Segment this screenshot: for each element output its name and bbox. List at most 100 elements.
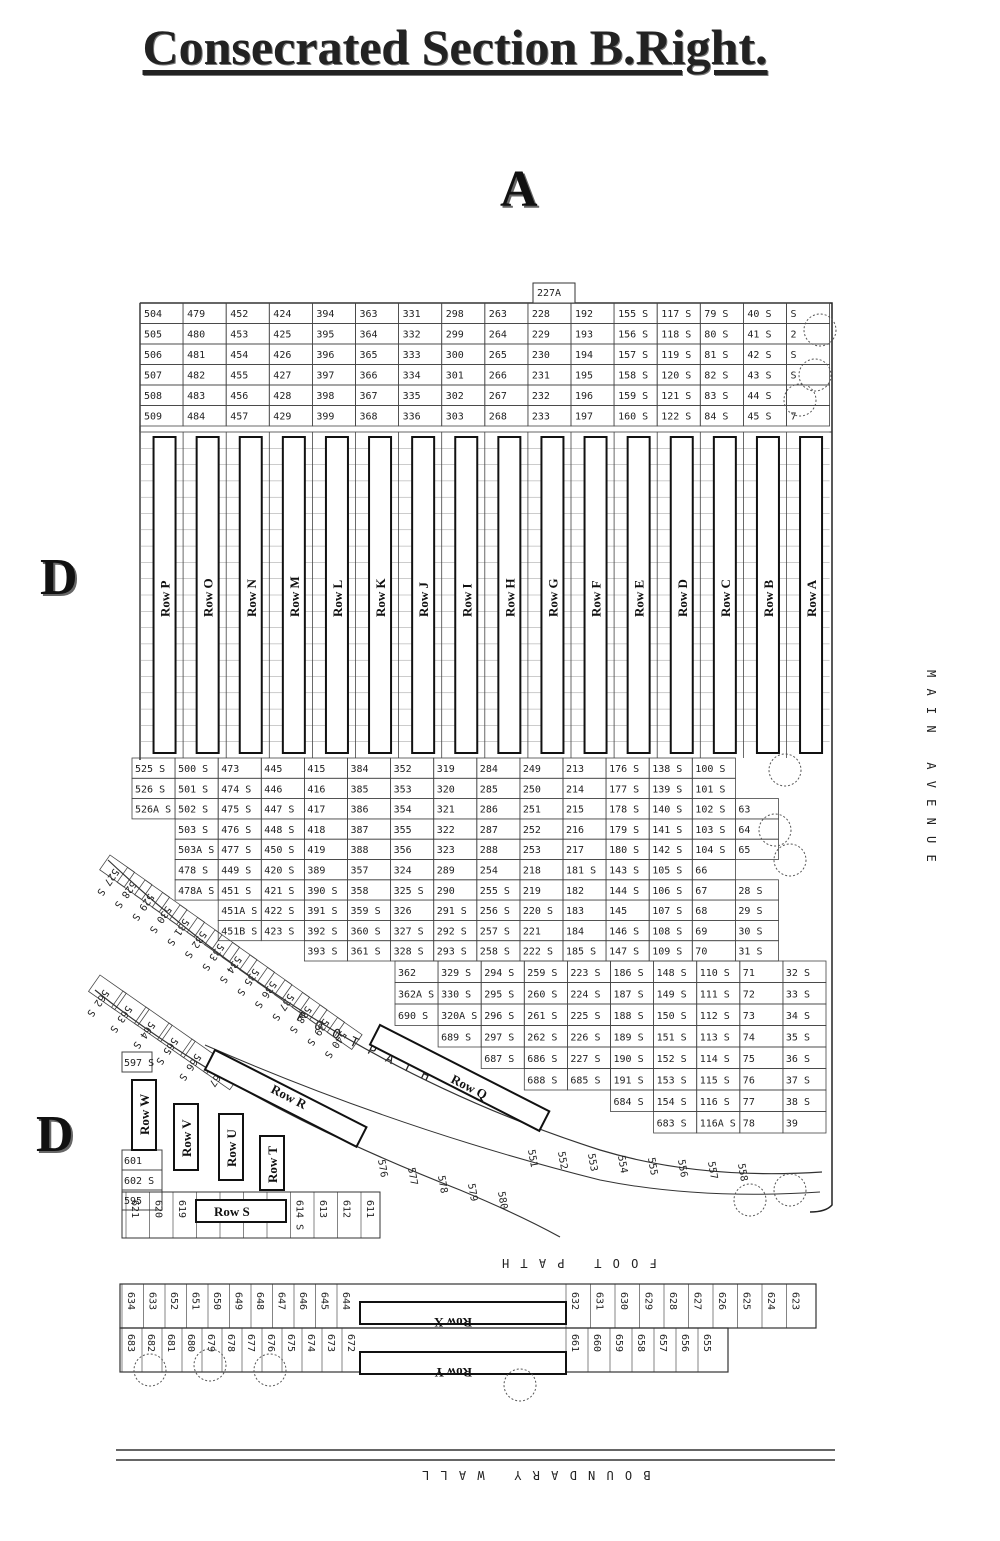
- plot-number: 415: [307, 764, 325, 775]
- plot-number: 473: [221, 764, 239, 775]
- main-avenue-label: M A I N A V E N U E: [924, 670, 938, 864]
- plot-number: 566 S: [176, 1051, 202, 1082]
- plot-number: 76: [743, 1076, 755, 1087]
- plot-number: 500 S: [178, 764, 208, 775]
- plot-number: 446: [264, 784, 282, 795]
- plot-number: 633: [147, 1292, 158, 1310]
- plot-number: 357: [351, 866, 369, 877]
- plot-number: 192: [575, 309, 593, 320]
- plot-number: 138 S: [652, 764, 682, 775]
- plot-number: 553: [585, 1153, 599, 1173]
- plot-number: 580: [495, 1191, 509, 1211]
- tree-icon: [733, 1183, 767, 1217]
- plot-number: 217: [566, 845, 584, 856]
- plot-number: 686 S: [527, 1054, 557, 1065]
- plot-number: 416: [307, 784, 325, 795]
- plot-number: 451 S: [221, 886, 251, 897]
- plot-number: 266: [489, 371, 507, 382]
- plot-number: 652: [168, 1292, 179, 1310]
- plot-number: 153 S: [657, 1076, 687, 1087]
- plot-number: 354: [394, 805, 412, 816]
- plot-number: 190 S: [614, 1054, 644, 1065]
- plot-number: 611: [364, 1200, 375, 1218]
- row-band: [238, 436, 263, 754]
- row-band: [626, 436, 651, 754]
- plot-number: 362: [398, 968, 416, 979]
- plot-number: 680: [185, 1334, 196, 1352]
- plot-number: 220 S: [523, 906, 553, 917]
- plot-number: 429: [273, 412, 291, 423]
- plot-number: 184: [566, 926, 584, 937]
- plot-number: 286: [480, 805, 498, 816]
- plot-number: 113 S: [700, 1033, 730, 1044]
- plot-number: 296 S: [484, 1011, 514, 1022]
- plot-number: 601: [124, 1156, 142, 1167]
- plot-number: 503A S: [178, 845, 214, 856]
- plot-number: 388: [351, 845, 369, 856]
- plot-number: 142 S: [652, 845, 682, 856]
- plot-number: 284: [480, 764, 498, 775]
- tree-icon: [798, 358, 832, 392]
- plot-number: 82 S: [704, 371, 728, 382]
- plot-number: 480: [187, 330, 205, 341]
- plot-number: 659: [613, 1334, 624, 1352]
- plot-number: 155 S: [618, 309, 648, 320]
- plot-number: 105 S: [652, 866, 682, 877]
- plot-number: 556: [675, 1159, 689, 1179]
- plot-number: 149 S: [657, 990, 687, 1001]
- plot-number: 34 S: [786, 1011, 810, 1022]
- diag-plot-cell: [309, 1004, 346, 1038]
- plot-number: 685 S: [570, 1076, 600, 1087]
- plot-number: 45 S: [747, 412, 771, 423]
- plot-number: 289: [437, 866, 455, 877]
- plot-number: 397: [316, 371, 334, 382]
- plot-number: 73: [743, 1011, 755, 1022]
- plot-number: 214: [566, 784, 584, 795]
- diag-plot-cell: [204, 929, 241, 963]
- row-band-label: Row K: [373, 577, 388, 617]
- plot-number: 650: [211, 1292, 222, 1310]
- plot-number: 102 S: [695, 805, 725, 816]
- plot-number: 358: [351, 886, 369, 897]
- tree-icon: [803, 313, 837, 347]
- plot-number: 478 S: [178, 866, 208, 877]
- row-band: [540, 436, 565, 754]
- plot-number: 31 S: [738, 947, 762, 958]
- tree-icon: [768, 753, 802, 787]
- plot-number: 122 S: [661, 412, 691, 423]
- plot-number: 674: [305, 1334, 316, 1352]
- row-band-label: Row D: [675, 579, 690, 617]
- plot-number: 690 S: [398, 1011, 428, 1022]
- plot-number: 626: [716, 1292, 727, 1310]
- plot-number: 227 S: [570, 1054, 600, 1065]
- plot-number: 505: [144, 330, 162, 341]
- plot-number: 476 S: [221, 825, 251, 836]
- tree-icon: [503, 1368, 537, 1402]
- plot-number: 44 S: [747, 391, 771, 402]
- plot-number: 689 S: [441, 1033, 471, 1044]
- plot-number: 294 S: [484, 968, 514, 979]
- plot-number: 267: [489, 391, 507, 402]
- row-band: [755, 436, 780, 754]
- plot-number: 32 S: [786, 968, 810, 979]
- small-row-box: [131, 1079, 157, 1151]
- diag-plot-cell: [133, 1006, 173, 1043]
- row-band-label: Row J: [416, 581, 431, 617]
- row-band-label: Row Y: [434, 1365, 472, 1380]
- plot-number: 479: [187, 309, 205, 320]
- plot-number: 252: [523, 825, 541, 836]
- plot-number: 360 S: [351, 926, 381, 937]
- plot-number: 660: [591, 1334, 602, 1352]
- compass-north-letter: A: [500, 161, 538, 218]
- diag-plot-cell: [291, 991, 328, 1026]
- plot-number: 420 S: [264, 866, 294, 877]
- plot-number: 298: [446, 309, 464, 320]
- row-band: [195, 436, 220, 754]
- plot-number: 68: [695, 906, 707, 917]
- plot-number: 193: [575, 330, 593, 341]
- plot-number: 29 S: [738, 906, 762, 917]
- row-band: [497, 436, 522, 754]
- plot-number: 187 S: [614, 990, 644, 1001]
- plot-number: 624: [765, 1292, 776, 1310]
- plot-number: 563 S: [107, 1003, 133, 1034]
